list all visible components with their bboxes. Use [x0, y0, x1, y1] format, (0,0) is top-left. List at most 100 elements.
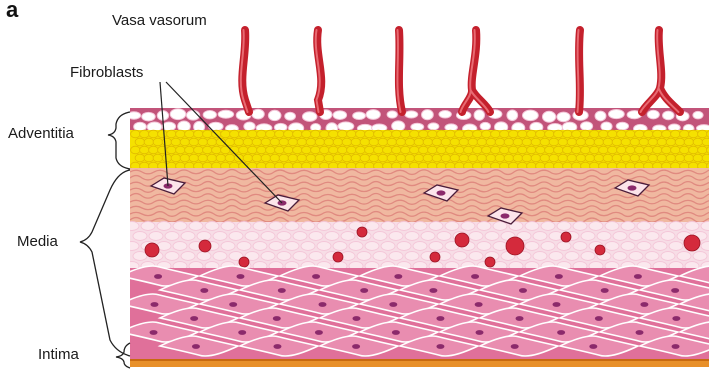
fat-cell — [693, 154, 703, 162]
loose-cell — [253, 242, 267, 251]
fat-cell — [194, 146, 204, 154]
adventitia-hole — [392, 121, 405, 131]
fat-cell — [234, 138, 244, 146]
intima-label: Intima — [38, 346, 79, 363]
loose-cell — [653, 222, 667, 231]
fat-cell — [549, 154, 559, 162]
loose-cell — [133, 232, 147, 241]
muscle-nucleus — [192, 344, 200, 349]
adventitia-hole — [522, 110, 538, 121]
fat-cell — [252, 154, 262, 162]
loose-cell — [661, 232, 675, 241]
fat-cell — [644, 146, 654, 154]
fat-cell — [297, 138, 307, 146]
fat-cell — [549, 138, 559, 146]
adventitia-hole — [647, 110, 659, 119]
adventitia-hole — [507, 110, 518, 121]
fat-cell — [599, 130, 609, 138]
vasa-vasorum-label: Vasa vasorum — [112, 12, 207, 29]
fibroblasts-label: Fibroblasts — [70, 64, 143, 81]
fat-cell — [509, 130, 519, 138]
fat-cell — [657, 154, 667, 162]
fat-cell — [207, 138, 217, 146]
red-blood-cell — [145, 243, 159, 257]
fat-cell — [509, 146, 519, 154]
muscle-nucleus — [601, 288, 609, 293]
loose-cell — [141, 222, 155, 231]
fat-cell — [536, 130, 546, 138]
fat-cell — [572, 130, 582, 138]
fat-cell — [617, 146, 627, 154]
fat-cell — [585, 154, 595, 162]
fat-cell — [522, 154, 532, 162]
red-blood-cell — [455, 233, 469, 247]
loose-cell — [565, 252, 579, 261]
muscle-nucleus — [238, 330, 246, 335]
fat-cell — [140, 146, 150, 154]
fat-cell — [162, 154, 172, 162]
fat-cell — [266, 130, 276, 138]
fat-cell — [167, 146, 177, 154]
fat-cell — [491, 146, 501, 154]
loose-cell — [269, 222, 283, 231]
fat-cell — [297, 154, 307, 162]
fat-cell — [261, 154, 271, 162]
muscle-nucleus — [236, 274, 244, 279]
fat-cell — [288, 154, 298, 162]
adventitia-hole — [268, 110, 281, 120]
fat-cell — [698, 146, 708, 154]
loose-cell — [381, 222, 395, 231]
fat-cell — [504, 138, 514, 146]
fat-cell — [527, 146, 537, 154]
fat-cell — [324, 154, 334, 162]
fat-cell — [432, 154, 442, 162]
loose-cell — [333, 242, 347, 251]
fat-cell — [252, 138, 262, 146]
fat-cell — [279, 138, 289, 146]
loose-cell — [325, 232, 339, 241]
adventitia-hole — [387, 111, 397, 118]
fat-cell — [149, 146, 159, 154]
loose-cell — [429, 242, 443, 251]
intima-edge — [130, 359, 709, 361]
fat-cell — [563, 130, 573, 138]
fat-cell — [684, 154, 694, 162]
adventitia-hole — [405, 111, 418, 118]
muscle-nucleus — [273, 316, 281, 321]
loose-cell — [261, 232, 275, 241]
fat-cell — [171, 138, 181, 146]
loose-cell — [397, 222, 411, 231]
red-blood-cell — [506, 237, 524, 255]
fat-cell — [212, 146, 222, 154]
muscle-nucleus — [392, 330, 400, 335]
muscle-nucleus — [636, 330, 644, 335]
fat-cell — [261, 138, 271, 146]
loose-cell — [597, 232, 611, 241]
fat-cell — [648, 154, 658, 162]
loose-cell — [165, 252, 179, 261]
loose-cell — [637, 242, 651, 251]
muscle-nucleus — [476, 330, 484, 335]
fat-cell — [171, 154, 181, 162]
fat-cell — [468, 154, 478, 162]
fat-cell — [657, 138, 667, 146]
fat-cell — [167, 130, 177, 138]
muscle-nucleus — [595, 316, 603, 321]
fat-cell — [626, 130, 636, 138]
fat-cell — [410, 130, 420, 138]
fat-cell — [630, 154, 640, 162]
fat-cell — [662, 146, 672, 154]
adventitia-hole — [609, 110, 625, 119]
fat-cell — [293, 130, 303, 138]
fat-cell — [320, 130, 330, 138]
muscle-nucleus — [150, 330, 158, 335]
muscle-nucleus — [190, 316, 198, 321]
loose-cell — [637, 222, 651, 231]
fat-cell — [374, 146, 384, 154]
fat-cell — [455, 146, 465, 154]
muscle-nucleus — [394, 274, 402, 279]
loose-cell — [285, 222, 299, 231]
fat-cell — [675, 138, 685, 146]
fat-cell — [216, 154, 226, 162]
fat-cell — [243, 154, 253, 162]
